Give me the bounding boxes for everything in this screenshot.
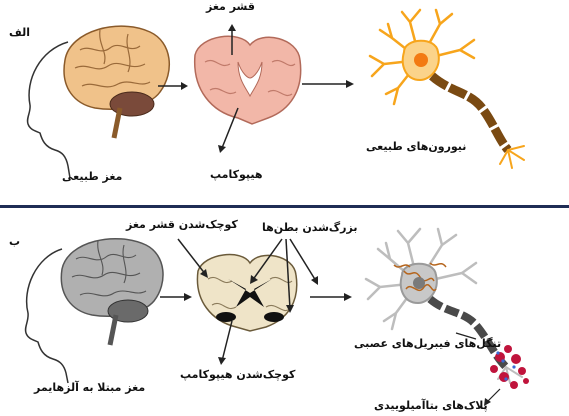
axon-b	[430, 299, 506, 367]
alzheimer-brain-section	[197, 255, 296, 331]
label-plaques: پلاک‌های بتاآمیلوییدی	[374, 399, 488, 412]
panel-b-letter: ب	[9, 235, 20, 248]
label-tangles: تنگل‌های فیبریل‌های عصبی	[354, 337, 501, 350]
shrunken-hippocampus-left	[216, 312, 236, 322]
label-alzheimer-brain: مغز مبتلا به آلزهایمر	[34, 381, 145, 394]
label-hippocampus-a: هیپوکامپ	[210, 168, 263, 181]
label-hippocampus-shrink: کوچک‌شدن هیپوکامپ	[180, 368, 295, 381]
neuron-nucleus-b	[413, 277, 425, 289]
shrunken-hippocampus-right	[264, 312, 284, 322]
healthy-brain-image	[64, 26, 169, 138]
panel-a-healthy: الف قشر مغز هیپوکامپ مغز طبیعی نیورون‌ها…	[0, 0, 569, 205]
label-ventricle-enlarge: بزرگ‌شدن بطن‌ها	[262, 221, 357, 234]
panel-divider	[0, 205, 569, 208]
arrow-cortex-shrink	[178, 239, 206, 275]
neuron-nucleus-a	[414, 53, 428, 67]
panel-a-letter: الف	[9, 26, 30, 39]
label-healthy-neurons: نیورون‌های طبیعی	[366, 140, 466, 153]
head-outline-a	[28, 42, 70, 178]
axon-a	[432, 76, 508, 150]
alzheimer-neuron-image	[366, 229, 529, 389]
panel-b-alzheimer: ب کوچک‌شدن قشر مغز بزرگ‌شدن بطن‌ها کوچک‌…	[0, 209, 569, 416]
alzheimer-brain-image	[61, 239, 163, 345]
arrow-hippocampus-shrink	[222, 321, 232, 361]
healthy-brain-section	[195, 36, 301, 124]
label-cortex-shrink: کوچک‌شدن قشر مغز	[126, 218, 238, 231]
label-healthy-brain: مغز طبیعی	[62, 170, 122, 183]
label-cortex-a: قشر مغز	[206, 0, 255, 13]
